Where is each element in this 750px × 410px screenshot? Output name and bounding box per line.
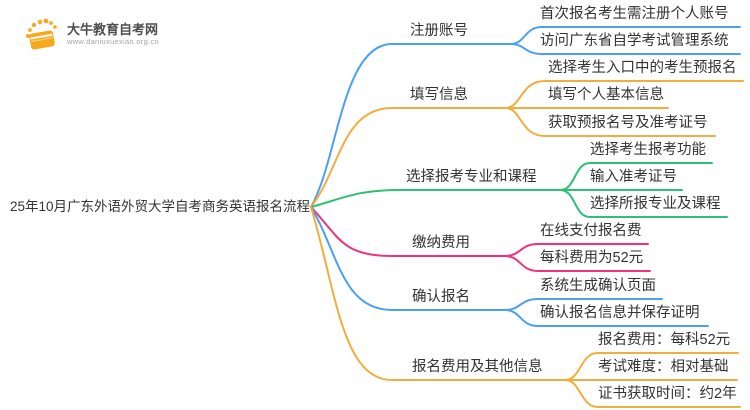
child-node-confirm-2[interactable]: 确认报名信息并保存证明 <box>540 305 700 321</box>
branch-label-fill-info[interactable]: 填写信息 <box>410 87 468 103</box>
child-node-fees-info-2[interactable]: 考试难度：相对基础 <box>598 359 729 375</box>
child-node-register-2[interactable]: 访问广东省自学考试管理系统 <box>540 33 729 49</box>
child-node-major-1[interactable]: 选择考生报考功能 <box>590 142 706 158</box>
brand-text: 大牛教育自考网 www.daniuxuexiao.org.cn <box>67 22 159 47</box>
branch-lines-fill-info <box>310 80 744 208</box>
branch-lines-select-major-courses <box>310 162 728 218</box>
brand-logo[interactable]: 大牛教育自考网 www.daniuxuexiao.org.cn <box>22 13 159 55</box>
child-node-confirm-1[interactable]: 系统生成确认页面 <box>540 278 656 294</box>
branch-lines-pay-fees <box>310 206 651 272</box>
branch-label-select-major-courses[interactable]: 选择报考专业和课程 <box>406 169 537 185</box>
child-node-fees-info-1[interactable]: 报名费用：每科52元 <box>598 332 731 348</box>
logo-book-icon <box>26 18 57 50</box>
central-topic[interactable]: 25年10月广东外语外贸大学自考商务英语报名流程 <box>10 199 311 214</box>
child-node-pay-1[interactable]: 在线支付报名费 <box>540 223 642 239</box>
branch-label-pay-fees[interactable]: 缴纳费用 <box>412 235 470 251</box>
branch-lines-register-account <box>310 26 741 208</box>
child-node-major-3[interactable]: 选择所报专业及课程 <box>590 196 721 212</box>
child-node-major-2[interactable]: 输入准考证号 <box>590 169 677 185</box>
logo-title: 大牛教育自考网 <box>67 21 159 37</box>
child-node-register-1[interactable]: 首次报名考生需注册个人账号 <box>540 6 729 22</box>
child-node-pay-2[interactable]: 每科费用为52元 <box>540 250 644 266</box>
branch-lines-fees-other-info <box>310 206 741 408</box>
child-node-fill-info-3[interactable]: 获取预报名号及准考证号 <box>548 115 708 131</box>
child-node-fees-info-3[interactable]: 证书获取时间：约2年 <box>598 386 737 402</box>
child-node-fill-info-2[interactable]: 填写个人基本信息 <box>548 87 664 103</box>
logo-url: www.daniuxuexiao.org.cn <box>67 36 159 46</box>
branch-lines-confirm-registration <box>310 206 709 327</box>
branch-label-fees-other-info[interactable]: 报名费用及其他信息 <box>412 359 543 375</box>
branch-label-register-account[interactable]: 注册账号 <box>410 23 468 39</box>
branch-label-confirm-registration[interactable]: 确认报名 <box>412 289 470 305</box>
child-node-fill-info-1[interactable]: 选择考生入口中的考生预报名 <box>548 60 737 76</box>
